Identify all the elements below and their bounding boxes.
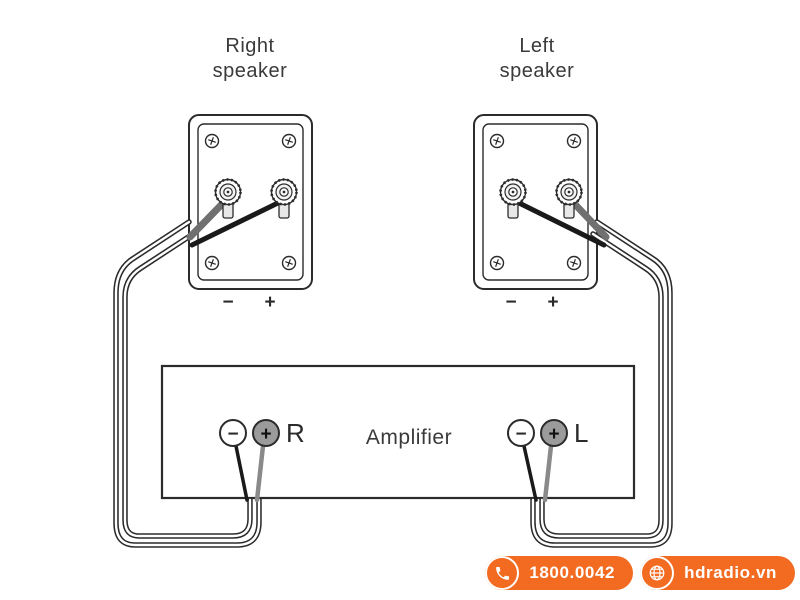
website-url: hdradio.vn: [684, 563, 777, 582]
right-speaker-wire-ends: [186, 194, 287, 248]
amp-right-minus-terminal: −: [227, 424, 238, 445]
phone-icon: [485, 556, 520, 590]
phone-number: 1800.0042: [529, 563, 616, 582]
left-speaker-cable: [530, 219, 673, 548]
screw-icon: [489, 133, 505, 149]
left-speaker-terminal-plate: [473, 114, 598, 290]
right-speaker-terminal-plate: [188, 114, 313, 290]
screw-icon: [204, 255, 220, 271]
website-badge[interactable]: hdradio.vn: [640, 556, 795, 590]
left-speaker-label-line1: Left: [519, 35, 554, 57]
right-speaker-label-line2: speaker: [213, 60, 288, 82]
screw-icon: [281, 133, 297, 149]
left-speaker-label: Left speaker: [500, 35, 575, 82]
amp-left-plus-terminal: +: [548, 424, 559, 445]
right-speaker-minus-label: −: [222, 292, 233, 313]
screw-icon: [204, 133, 220, 149]
right-speaker-plus-label: +: [264, 292, 275, 313]
amp-right-channel-label: R: [286, 418, 305, 448]
right-speaker-label-line1: Right: [225, 35, 274, 57]
footer: 1800.0042 hdradio.vn: [485, 556, 795, 590]
amplifier-right-channel: − + R: [219, 418, 305, 448]
right-speaker-cable: [113, 219, 262, 548]
phone-badge[interactable]: 1800.0042: [485, 556, 634, 590]
left-speaker-label-line2: speaker: [500, 60, 575, 82]
left-speaker-plus-label: +: [547, 292, 558, 313]
left-speaker-minus-label: −: [505, 292, 516, 313]
amp-left-channel-label: L: [574, 418, 588, 448]
screw-icon: [489, 255, 505, 271]
screw-icon: [566, 133, 582, 149]
amplifier-wire-ends: [234, 443, 554, 503]
amplifier-left-channel: − + L: [507, 418, 588, 448]
amp-left-minus-terminal: −: [515, 424, 526, 445]
screw-icon: [566, 255, 582, 271]
right-speaker-label: Right speaker: [213, 35, 288, 82]
left-speaker-wire-ends: [510, 194, 610, 248]
amp-right-plus-terminal: +: [260, 424, 271, 445]
amplifier-label: Amplifier: [366, 426, 452, 449]
globe-icon: [640, 556, 675, 590]
screw-icon: [281, 255, 297, 271]
